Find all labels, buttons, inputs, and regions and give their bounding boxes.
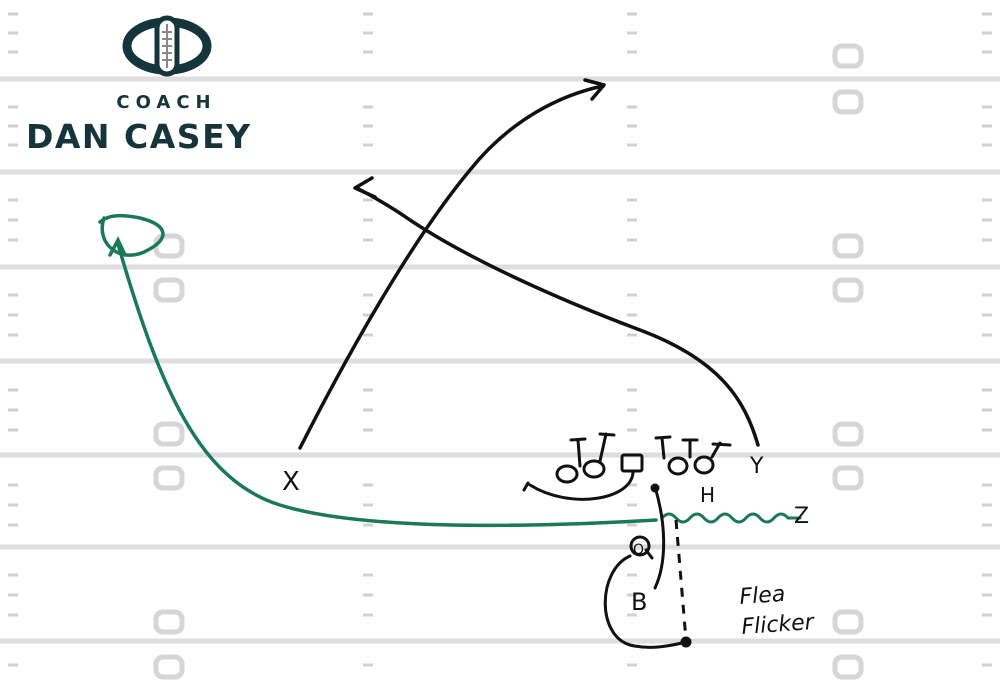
play-name-line2: Flicker bbox=[741, 610, 817, 640]
coach-logo: COACH DAN CASEY bbox=[24, 8, 309, 156]
logo-name-text: DAN CASEY bbox=[26, 117, 252, 156]
yard-lines bbox=[0, 76, 1000, 644]
y-route bbox=[353, 176, 760, 447]
quarterback-route bbox=[603, 535, 692, 649]
play-name-line1: Flea bbox=[739, 582, 786, 610]
logo-mark-icon bbox=[122, 15, 211, 77]
label-y: Y bbox=[749, 454, 764, 479]
running-back-route bbox=[650, 483, 666, 590]
pitch-line bbox=[674, 519, 688, 641]
label-h: H bbox=[700, 483, 715, 507]
label-b: B bbox=[631, 588, 647, 616]
label-x: X bbox=[282, 467, 300, 497]
offensive-line bbox=[522, 432, 732, 501]
z-motion bbox=[660, 512, 802, 524]
label-z: Z bbox=[794, 504, 809, 529]
flea-flicker-pass bbox=[98, 213, 658, 528]
x-route bbox=[298, 78, 606, 450]
hash-marks bbox=[8, 12, 992, 667]
field-number-marks bbox=[153, 43, 864, 680]
label-q: Q bbox=[633, 542, 644, 558]
logo-coach-text: COACH bbox=[116, 92, 217, 113]
